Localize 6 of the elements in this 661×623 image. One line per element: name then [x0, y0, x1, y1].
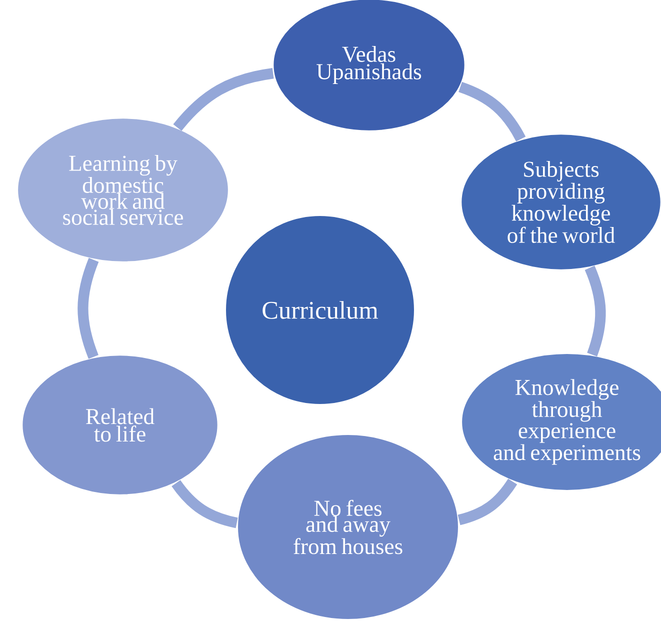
ring-segment [173, 68, 274, 131]
ring-segment [458, 478, 518, 526]
ring-segment [78, 258, 99, 359]
ring-segment [584, 266, 606, 356]
ring-segment [458, 82, 526, 142]
ring-segment [172, 480, 238, 528]
